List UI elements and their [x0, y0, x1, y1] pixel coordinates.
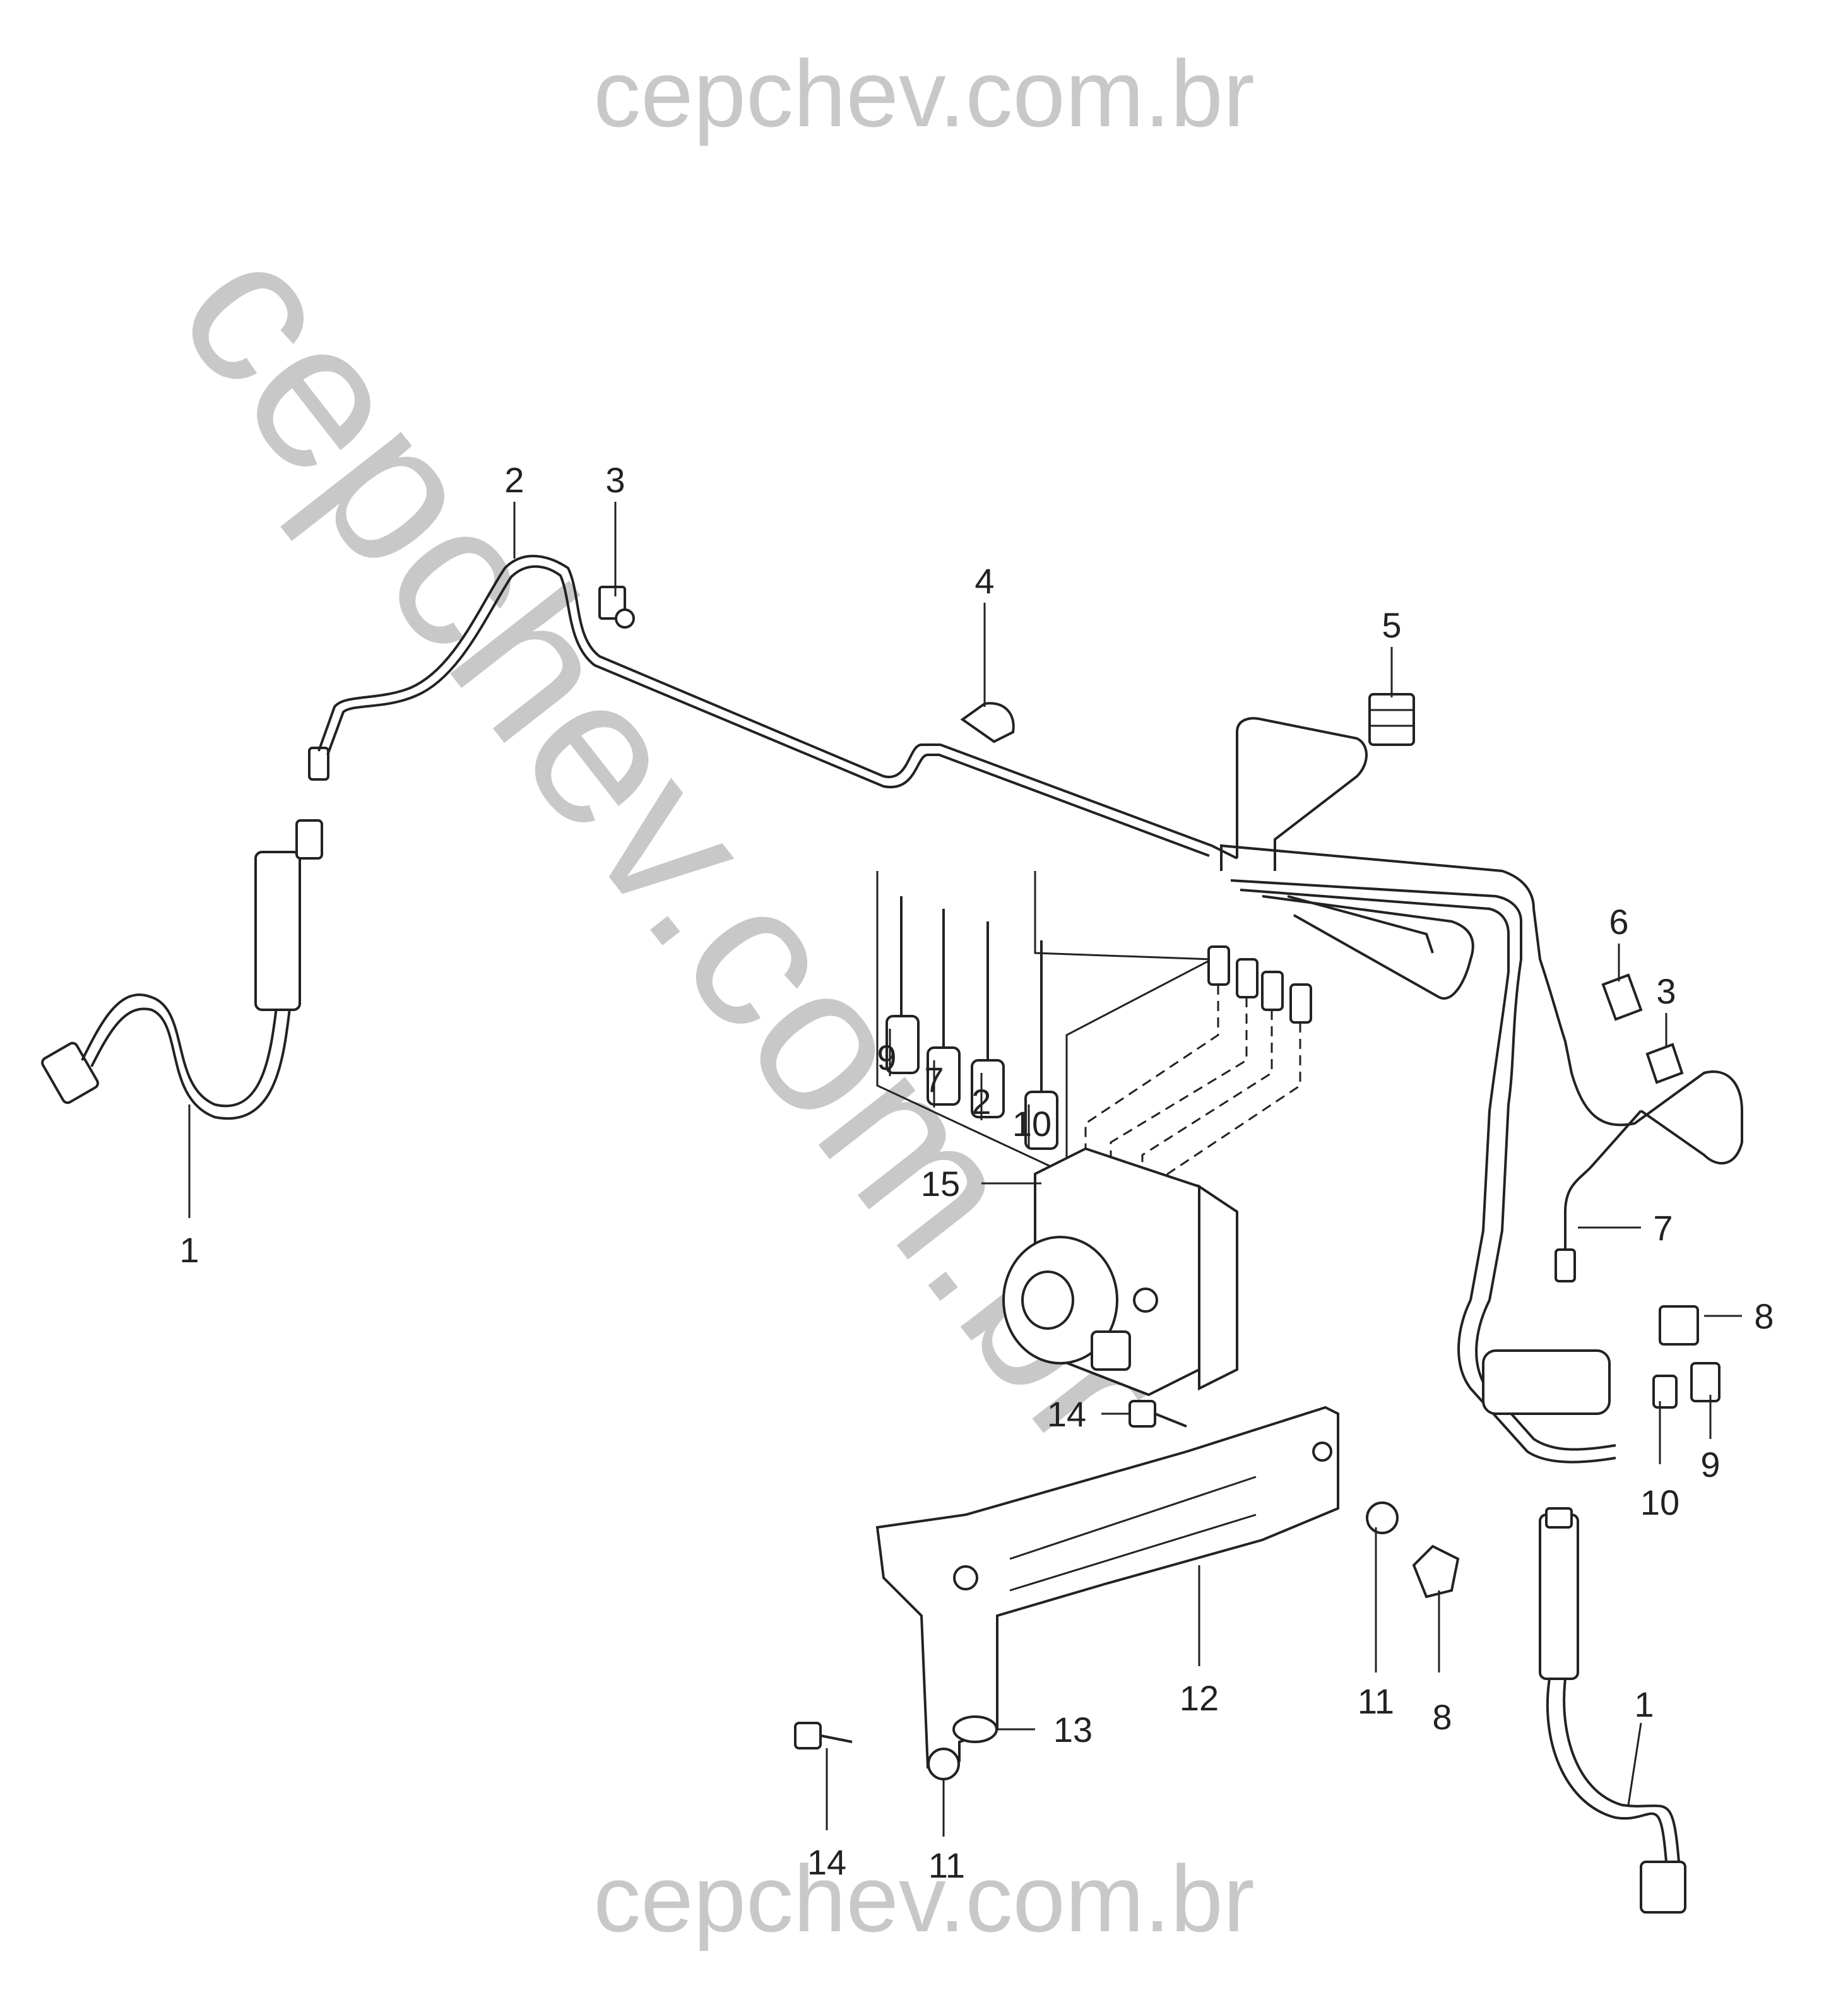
nut-11-bottom: [927, 1748, 960, 1780]
leader-lines: [188, 502, 1742, 1837]
callout-14-bottom: 14: [807, 1842, 846, 1882]
pipe-fittings: [1207, 945, 1312, 1024]
callout-2-inset: 2: [971, 1082, 991, 1122]
callout-6: 6: [1609, 902, 1628, 942]
clip-8-right: [1659, 1305, 1699, 1346]
detail-inset: [876, 871, 1216, 1176]
callout-11-bottom: 11: [928, 1845, 965, 1885]
callout-7-right: 7: [1653, 1208, 1673, 1248]
bracket: [875, 1406, 1339, 1769]
bolt-14-bottom: [794, 1722, 853, 1749]
callout-3-right: 3: [1656, 971, 1676, 1011]
clip-8-bottom: [1412, 1544, 1460, 1599]
callout-10-right: 10: [1640, 1483, 1679, 1522]
brake-hose-right: [1539, 1507, 1686, 1914]
callout-1-right: 1: [1634, 1684, 1654, 1724]
nut-11-right: [1366, 1501, 1399, 1534]
watermark-bottom: cepchev.com.br: [593, 1845, 1255, 1951]
callout-9-inset: 9: [877, 1038, 896, 1077]
callout-9-right: 9: [1700, 1445, 1720, 1484]
grommet-13: [952, 1715, 998, 1743]
abs-unit: [1002, 1147, 1238, 1397]
callout-3-top: 3: [605, 460, 625, 500]
callout-10-inset: 10: [1012, 1104, 1051, 1144]
clip-4: [960, 702, 1015, 743]
callout-2-top: 2: [504, 460, 524, 500]
callout-8-right: 8: [1754, 1296, 1774, 1336]
callouts: 1 2 3 4 5 6 3 7 8 9 10 1 11 8 12 13 14 1…: [179, 460, 1774, 1885]
clip-5: [1368, 693, 1415, 746]
callout-4: 4: [974, 561, 994, 601]
brake-hose-left: [41, 747, 329, 1120]
callout-15: 15: [921, 1164, 960, 1204]
callout-11-right: 11: [1358, 1681, 1394, 1721]
callout-14-top: 14: [1047, 1394, 1086, 1434]
clip-3-right: [1645, 1043, 1684, 1084]
callout-8-bottom: 8: [1432, 1697, 1452, 1737]
callout-5: 5: [1382, 605, 1401, 645]
callout-1-left: 1: [179, 1230, 199, 1270]
callout-13: 13: [1053, 1710, 1093, 1749]
callout-7-inset: 7: [924, 1060, 944, 1099]
callout-12: 12: [1180, 1678, 1219, 1718]
watermark-top: cepchev.com.br: [593, 40, 1255, 146]
clip-3-top: [598, 586, 635, 629]
clip-6: [1601, 973, 1643, 1021]
brake-pipe-main: [317, 555, 1238, 860]
bolt-14-top: [1128, 1400, 1187, 1428]
pipe-bundle: [1220, 717, 1743, 1464]
